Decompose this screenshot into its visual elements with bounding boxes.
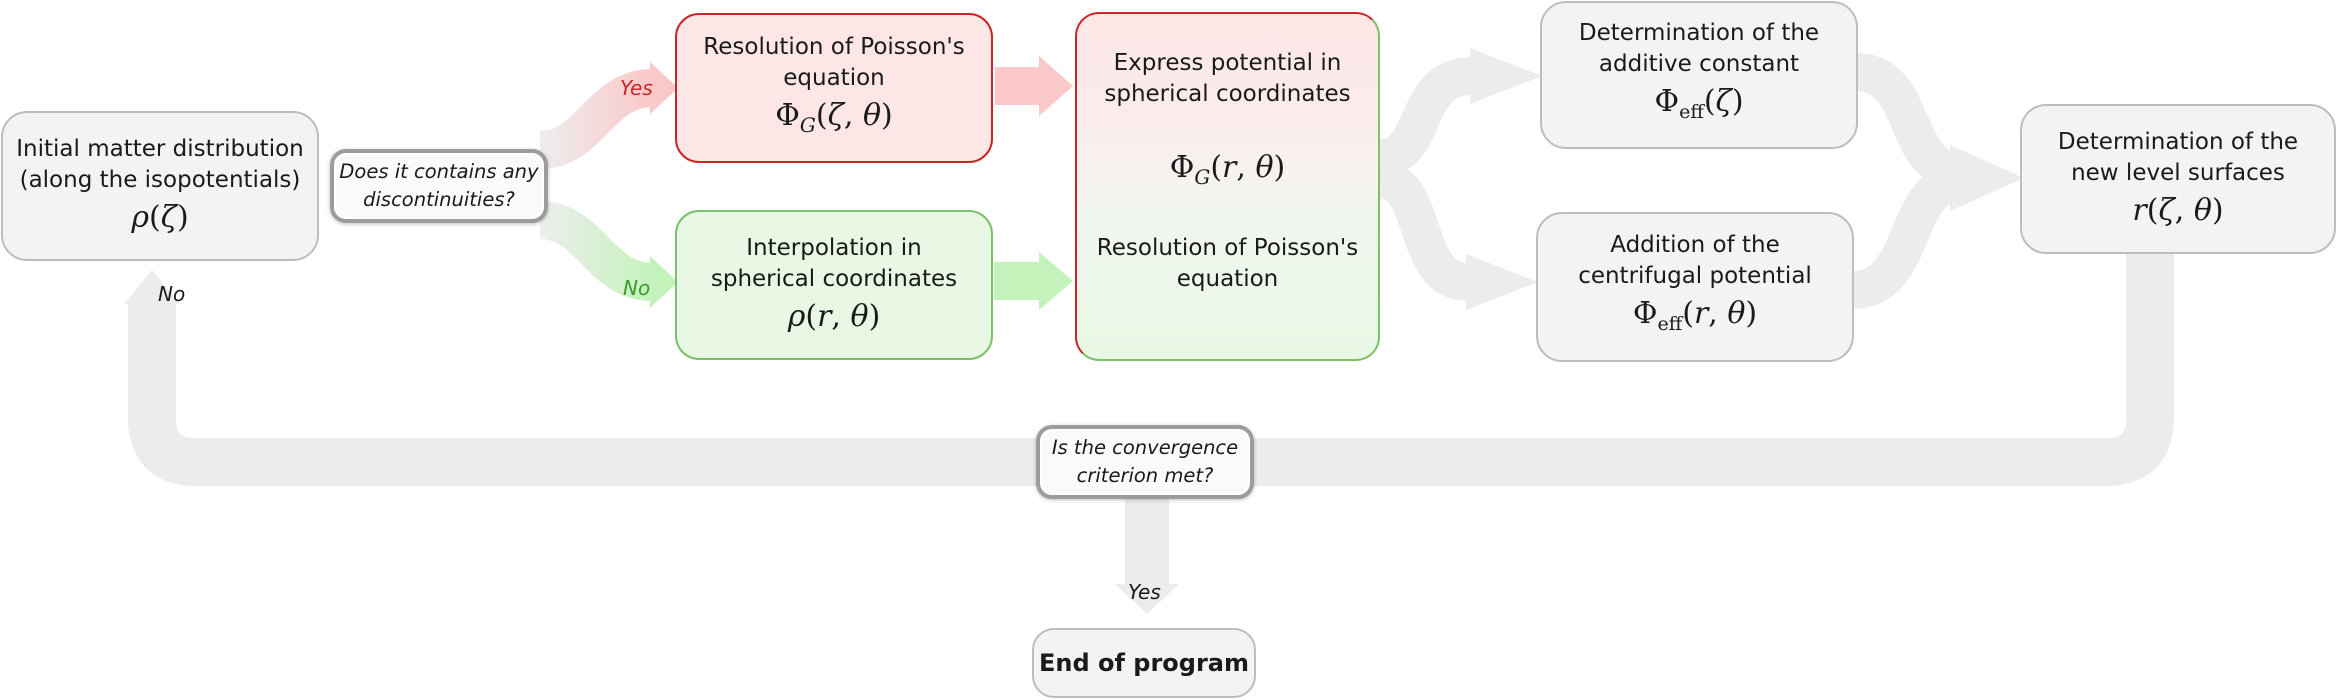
arrow-to-poisson-res (538, 69, 654, 169)
level-surfaces-box: Determination of the new level surfaces … (2020, 104, 2336, 254)
arrow-to-interp (538, 201, 654, 301)
arrow-poisson-to-spherical (995, 67, 1039, 105)
arrow-from-additive (1854, 53, 1964, 191)
additive-label-2: additive constant (1598, 51, 1800, 77)
level-label-1: Determination of the (2057, 129, 2299, 155)
spherical-formula: ΦG(r, θ) (1169, 150, 1286, 189)
edge-label-yes-bottom: Yes (1128, 580, 1161, 604)
additive-formula: Φeff(ζ) (1654, 84, 1744, 123)
spherical-label-3: Resolution of Poisson's (1096, 235, 1359, 261)
end-of-program-box: End of program (1032, 628, 1256, 698)
convergence-decision: Is the convergence criterion met? (1036, 425, 1254, 499)
arrowhead-to-poisson-res (650, 62, 678, 114)
interp-label-1: Interpolation in (746, 235, 922, 261)
additive-label-1: Determination of the (1578, 20, 1820, 46)
initial-distribution-box: Initial matter distribution (along the i… (1, 111, 319, 261)
centrifugal-formula: Φeff(r, θ) (1632, 296, 1758, 335)
poisson-res-formula: ΦG(ζ, θ) (775, 97, 893, 137)
loop-arrowhead (124, 270, 180, 304)
initial-label-1: Initial matter distribution (16, 136, 304, 162)
arrow-from-centrifugal (1850, 163, 1964, 309)
interpolation-box: Interpolation in spherical coordinates ρ… (675, 210, 993, 360)
poisson-res-label-1: Resolution of Poisson's (703, 33, 965, 60)
arrow-to-end (1125, 498, 1169, 586)
arrowhead-to-level (1950, 145, 2024, 211)
interp-label-2: spherical coordinates (710, 266, 958, 292)
arrowhead-poisson-to-spherical (1039, 56, 1073, 116)
arrow-interp-to-spherical (994, 262, 1039, 300)
centrifugal-label-2: centrifugal potential (1578, 263, 1812, 289)
discontinuities-q1: Does it contains any (339, 160, 539, 183)
level-formula: r(ζ, θ) (2132, 193, 2224, 228)
arrowhead-to-centrifugal (1466, 254, 1538, 310)
interp-formula: ρ(r, θ) (787, 299, 881, 334)
initial-formula: ρ(ζ) (131, 200, 189, 235)
arrowhead-to-end (1115, 584, 1179, 614)
arrow-to-centrifugal (1377, 161, 1471, 301)
edge-label-no-left: No (158, 282, 186, 306)
additive-constant-box: Determination of the additive constant Φ… (1540, 1, 1858, 149)
arrowhead-to-additive (1470, 48, 1542, 104)
poisson-res-label-2: equation (783, 64, 885, 91)
spherical-label-1: Express potential in (1113, 50, 1342, 76)
convergence-q1: Is the convergence (1051, 436, 1239, 459)
edge-label-no-middle: No (623, 276, 651, 300)
initial-label-2: (along the isopotentials) (19, 167, 301, 193)
end-label: End of program (1038, 649, 1250, 677)
arrowhead-to-interp (650, 256, 678, 308)
discontinuities-decision: Does it contains any discontinuities? (330, 149, 548, 223)
convergence-q2: criterion met? (1076, 464, 1214, 487)
poisson-resolution-box: Resolution of Poisson's equation ΦG(ζ, θ… (675, 13, 993, 163)
discontinuities-q2: discontinuities? (363, 188, 515, 211)
arrowhead-interp-to-spherical (1039, 252, 1073, 310)
arrow-to-additive (1377, 57, 1474, 177)
centrifugal-potential-box: Addition of the centrifugal potential Φe… (1536, 212, 1854, 362)
centrifugal-label-1: Addition of the (1610, 232, 1780, 258)
level-label-2: new level surfaces (2071, 160, 2285, 186)
spherical-coordinates-box: Express potential in spherical coordinat… (1075, 12, 1380, 361)
spherical-label-4: equation (1176, 266, 1279, 292)
edge-label-yes-top: Yes (620, 76, 653, 100)
spherical-label-2: spherical coordinates (1104, 81, 1351, 107)
